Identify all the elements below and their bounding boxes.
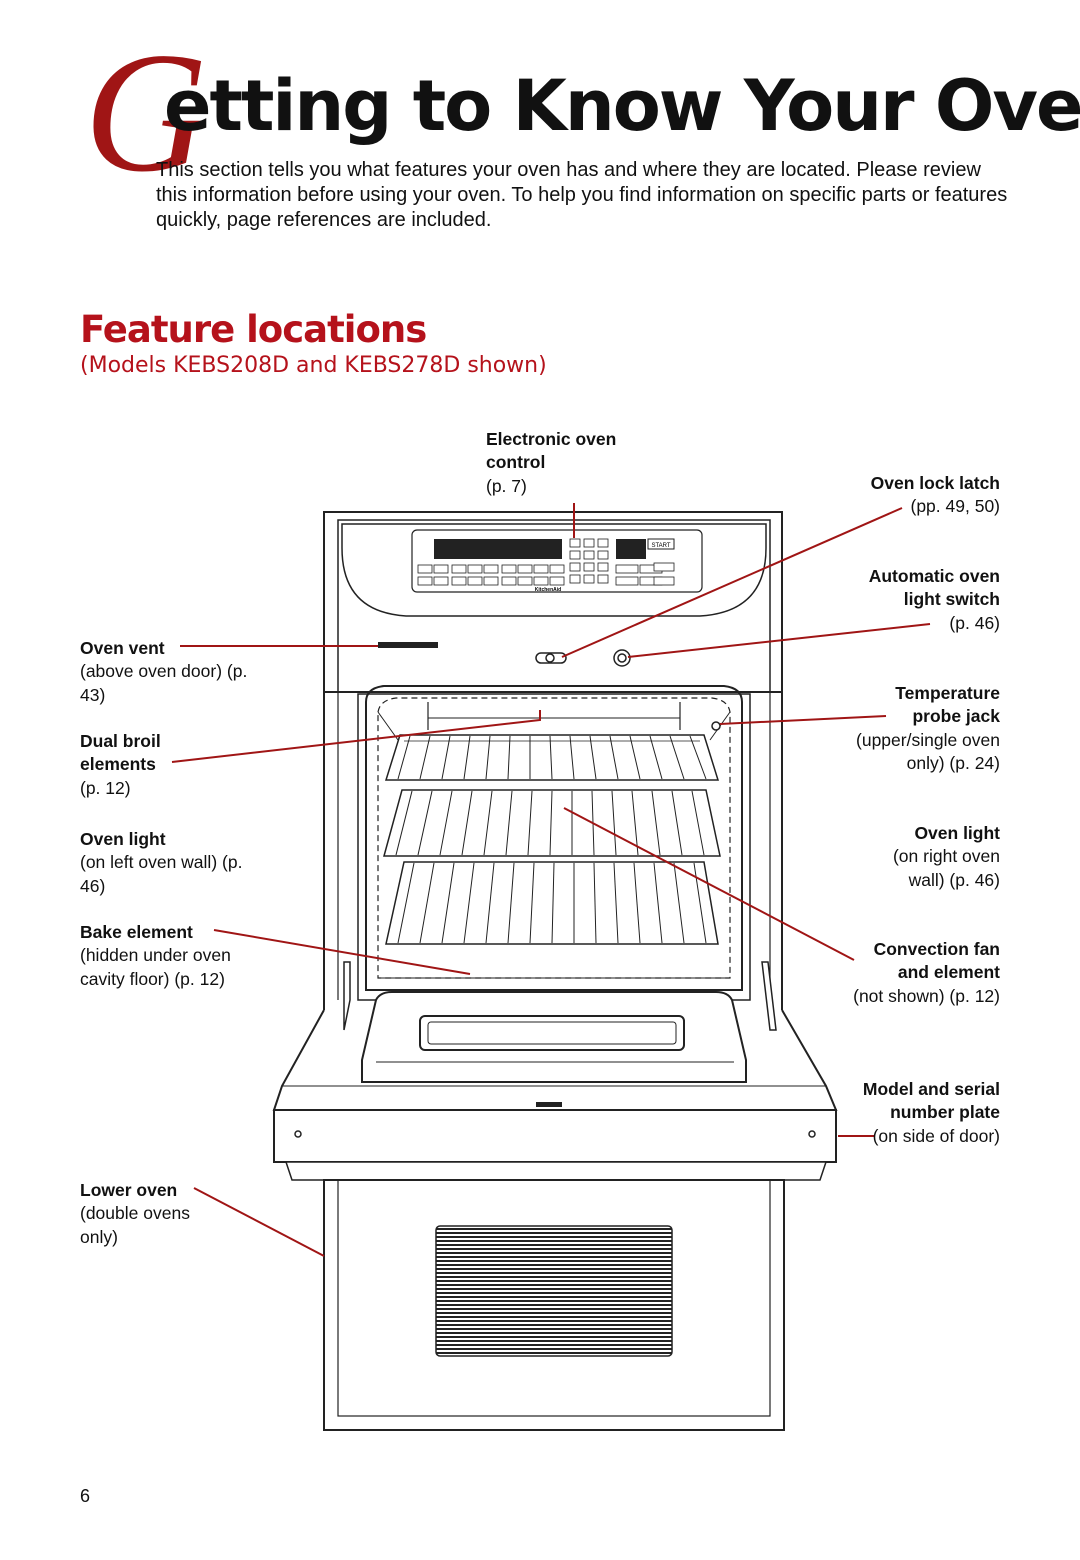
callout-lock-latch: Oven lock latch (pp. 49, 50) (870, 473, 1000, 517)
intro-paragraph: This section tells you what features you… (156, 159, 1008, 231)
page-heading: G etting to Know Your Oven (84, 27, 1080, 199)
section-title: Feature locations (80, 308, 427, 351)
callout-model-plate: Model and serial number plate (on side o… (862, 1079, 1000, 1146)
leader-lock-latch (561, 507, 903, 658)
heading-text: etting to Know Your Oven (164, 65, 1080, 147)
leader-lines (171, 503, 931, 1257)
callout-convection-fan: Convection fan and element (not shown) (… (853, 939, 1000, 1006)
brand-label: KitchenAid (535, 587, 561, 593)
callout-probe-jack: Temperature probe jack (upper/single ove… (856, 683, 1000, 773)
callout-light-left: Oven light (on left oven wall) (p. 46) (80, 829, 243, 896)
leader-convection-fan (563, 807, 855, 961)
callout-dual-broil: Dual broil elements (p. 12) (80, 731, 161, 798)
callout-light-right: Oven light (on right oven wall) (p. 46) (892, 823, 1000, 890)
control-panel: START KitchenAid (341, 523, 767, 617)
oven-vent (378, 642, 438, 648)
callout-lower-oven: Lower oven (double ovens only) (80, 1180, 190, 1247)
leader-lower-oven (193, 1187, 325, 1257)
callout-bake-element: Bake element (hidden under oven cavity f… (80, 922, 231, 989)
leader-dual-broil (171, 710, 541, 763)
leader-probe-jack (719, 715, 887, 725)
oven-cavity (357, 685, 751, 1001)
leader-bake-element (213, 929, 471, 975)
open-door (272, 961, 838, 1181)
start-key-label: START (651, 543, 670, 549)
page-number: 6 (80, 1486, 91, 1506)
section-subtitle: (Models KEBS208D and KEBS278D shown) (80, 353, 547, 378)
oven-racks (383, 734, 721, 945)
leader-light-switch (627, 623, 931, 658)
callout-oven-vent: Oven vent (above oven door) (p. 43) (80, 638, 248, 705)
callout-auto-light-switch: Automatic oven light switch (p. 46) (868, 566, 1000, 633)
callout-electronic-control: Electronic oven control (p. 7) (486, 429, 617, 496)
heading-initial: G (84, 18, 209, 208)
lower-oven (323, 1179, 785, 1431)
light-switch (613, 649, 631, 667)
lock-latch (535, 652, 567, 664)
